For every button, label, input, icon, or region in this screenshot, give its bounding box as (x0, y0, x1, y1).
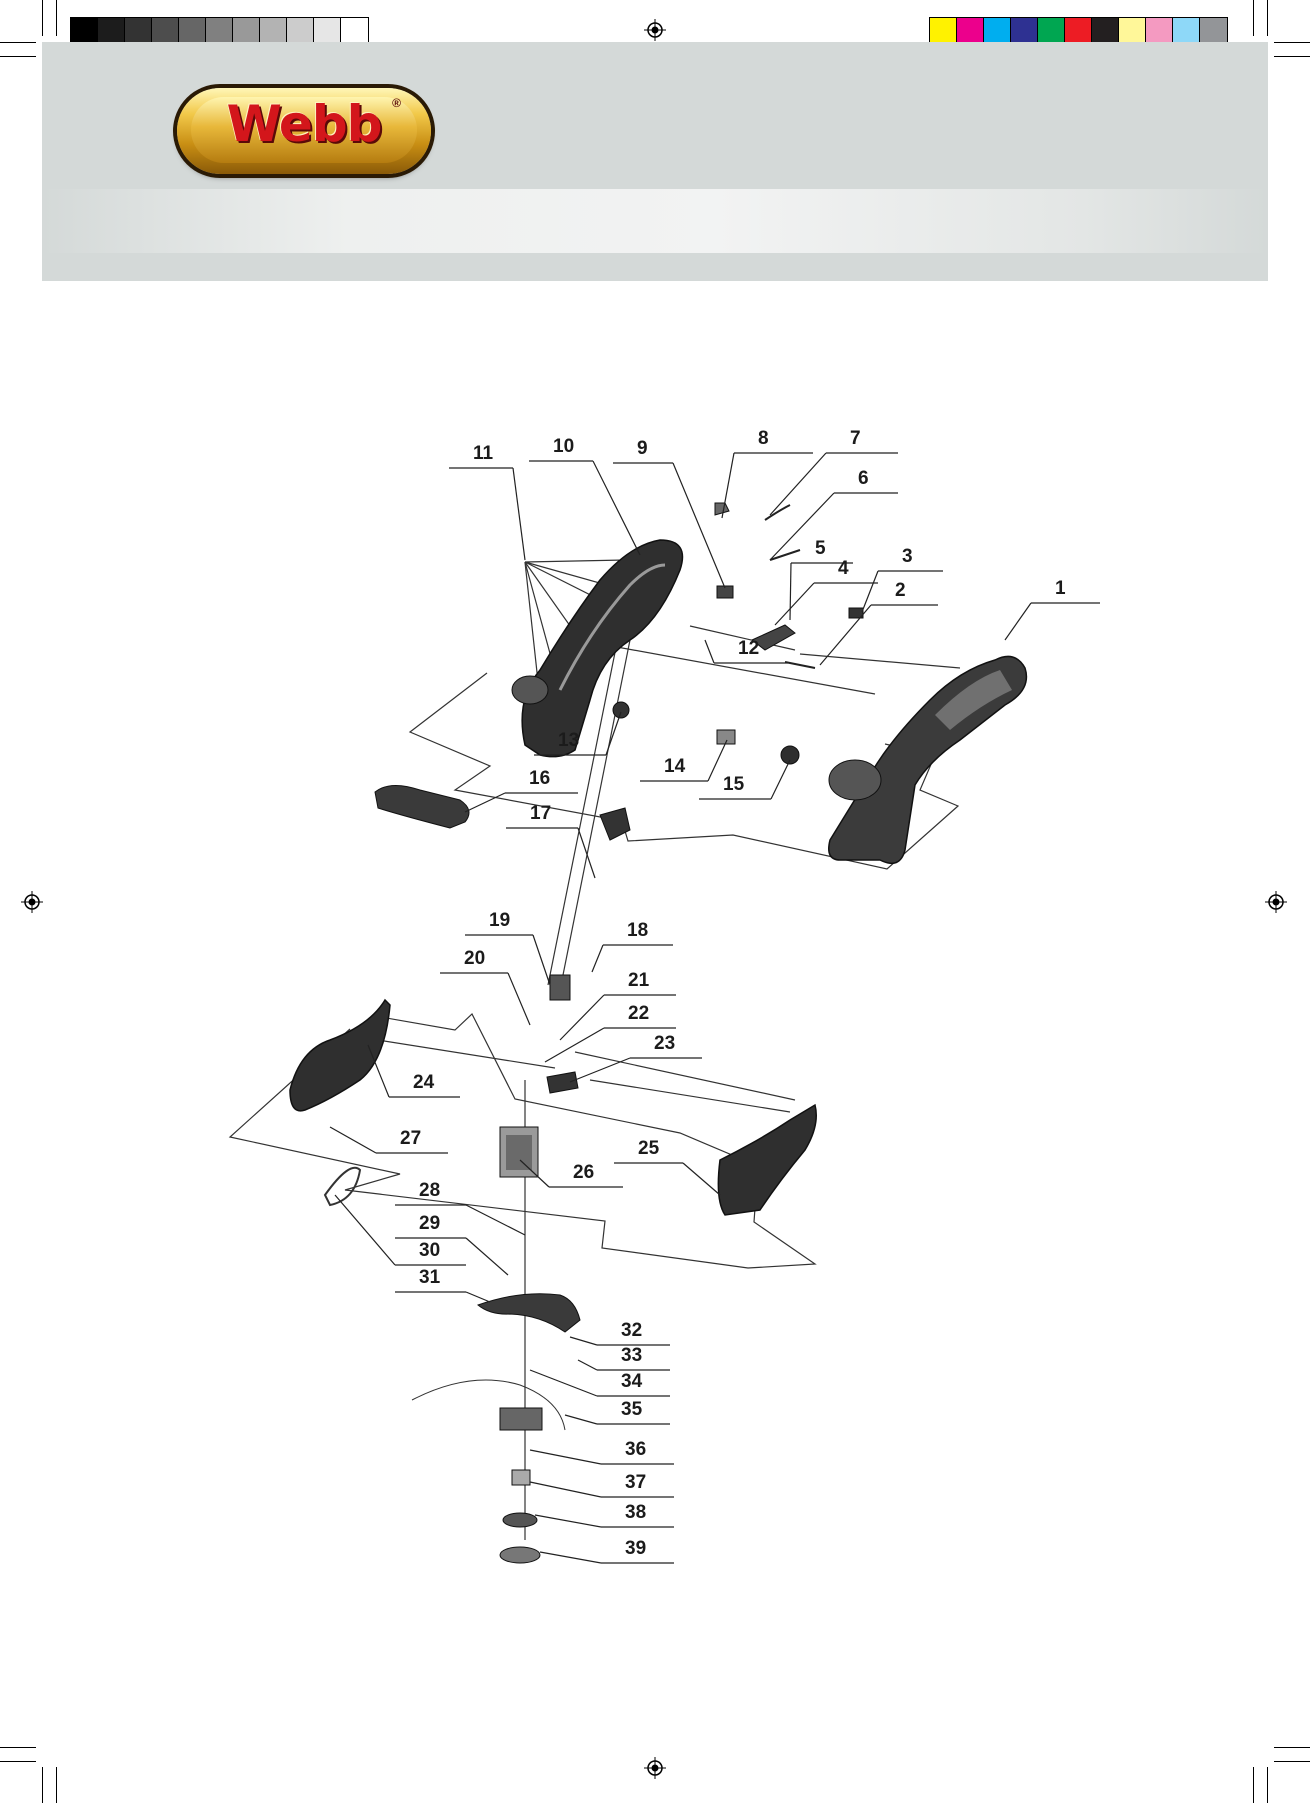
leader-line (1005, 603, 1031, 640)
leader-line (592, 945, 603, 972)
part-label-8: 8 (758, 428, 769, 450)
leader-line (578, 828, 595, 878)
part-label-30: 30 (419, 1240, 440, 1262)
part-label-38: 38 (625, 1502, 646, 1524)
part-label-27: 27 (400, 1128, 421, 1150)
leader-line (466, 1238, 508, 1275)
part-label-1: 1 (1055, 578, 1066, 600)
leader-line (570, 1337, 597, 1345)
leader-line (335, 1195, 395, 1265)
leader-line (530, 1450, 601, 1464)
part-label-23: 23 (654, 1033, 675, 1055)
part-label-25: 25 (638, 1138, 659, 1160)
part-label-29: 29 (419, 1213, 440, 1235)
leader-line (565, 1415, 597, 1424)
leader-line (775, 583, 814, 625)
leader-line (535, 1515, 601, 1527)
part-label-34: 34 (621, 1371, 642, 1393)
leader-line (530, 1482, 601, 1497)
part-label-35: 35 (621, 1399, 642, 1421)
leader-line (570, 1058, 630, 1082)
leader-line (466, 1292, 490, 1302)
part-label-20: 20 (464, 948, 485, 970)
part-label-33: 33 (621, 1345, 642, 1367)
part-label-14: 14 (664, 756, 685, 778)
part-label-36: 36 (625, 1439, 646, 1461)
part-label-4: 4 (838, 558, 849, 580)
part-label-22: 22 (628, 1003, 649, 1025)
part-label-11: 11 (473, 443, 493, 465)
part-label-13: 13 (558, 730, 579, 752)
part-label-19: 19 (489, 910, 510, 932)
leader-line (540, 1552, 601, 1563)
part-label-16: 16 (529, 768, 550, 790)
leader-line (683, 1163, 720, 1195)
leader-line (790, 563, 791, 620)
leader-line (466, 1205, 525, 1235)
part-label-3: 3 (902, 546, 913, 568)
leader-line (705, 640, 714, 663)
part-label-15: 15 (723, 774, 744, 796)
part-label-39: 39 (625, 1538, 646, 1560)
part-label-9: 9 (637, 438, 648, 460)
leader-line (513, 468, 525, 560)
part-label-5: 5 (815, 538, 826, 560)
leader-line (593, 461, 640, 555)
leader-line (578, 1360, 597, 1370)
part-label-7: 7 (850, 428, 861, 450)
part-label-26: 26 (573, 1162, 594, 1184)
part-label-18: 18 (627, 920, 648, 942)
part-label-37: 37 (625, 1472, 646, 1494)
leader-line (330, 1127, 376, 1153)
part-label-10: 10 (553, 436, 574, 458)
part-label-31: 31 (419, 1267, 440, 1289)
part-label-2: 2 (895, 580, 906, 602)
part-label-24: 24 (413, 1072, 434, 1094)
part-label-32: 32 (621, 1320, 642, 1342)
leader-line (533, 935, 550, 985)
part-label-21: 21 (628, 970, 649, 992)
leader-line (820, 605, 871, 665)
part-label-6: 6 (858, 468, 869, 490)
part-label-17: 17 (530, 803, 551, 825)
leader-line (770, 453, 826, 515)
leader-line (508, 973, 530, 1025)
leader-line (560, 995, 604, 1040)
part-label-12: 12 (738, 638, 759, 660)
leader-line (530, 1370, 597, 1396)
part-label-28: 28 (419, 1180, 440, 1202)
leader-line (771, 760, 790, 799)
leader-line (606, 712, 621, 755)
